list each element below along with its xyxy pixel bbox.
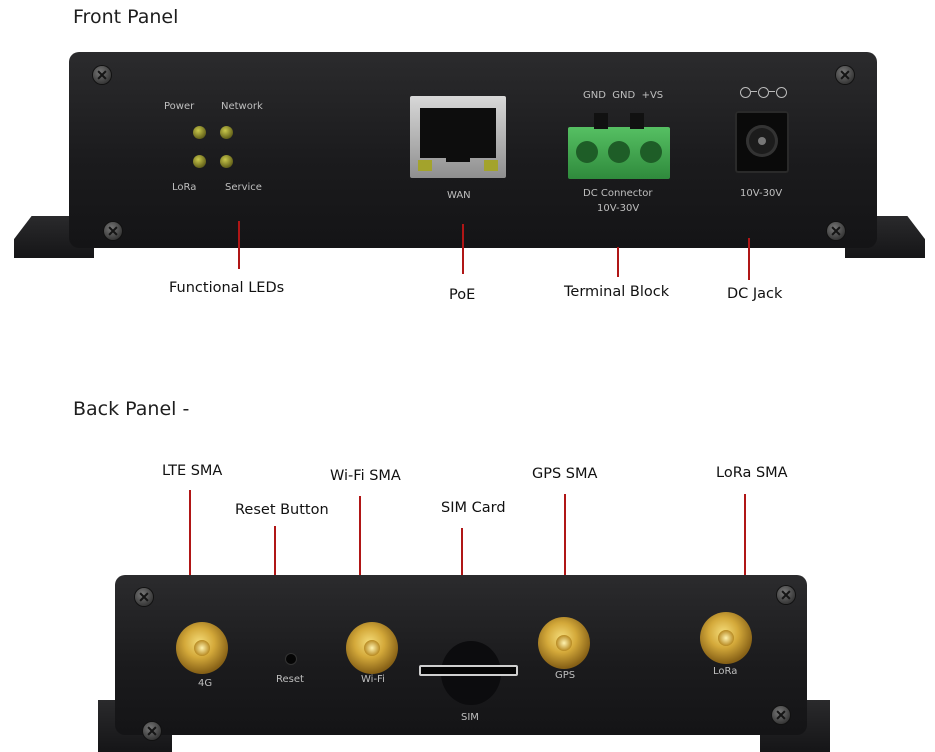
wan-label: WAN: [447, 190, 471, 201]
screw-icon: [836, 66, 854, 84]
screw-icon: [827, 222, 845, 240]
back-panel-heading: Back Panel -: [73, 398, 190, 420]
dc-connector-voltage: 10V-30V: [597, 203, 640, 214]
port-label-4g: 4G: [198, 678, 213, 689]
led-label-power: Power: [164, 101, 195, 112]
sma-connector-icon: [700, 612, 752, 664]
led-icon: [193, 126, 206, 139]
terminal-pin-labels: GND GND +VS: [583, 90, 664, 101]
rj45-port: [410, 96, 506, 178]
screw-icon: [93, 66, 111, 84]
led-icon: [193, 155, 206, 168]
callout-functional-leds: Functional LEDs: [169, 280, 285, 296]
callout-terminal-block: Terminal Block: [564, 284, 670, 300]
port-label-reset: Reset: [276, 674, 304, 685]
screw-icon: [772, 706, 790, 724]
callout-gps-sma: GPS SMA: [532, 466, 598, 482]
screw-icon: [135, 588, 153, 606]
led-label-lora: LoRa: [172, 182, 197, 193]
screw-icon: [104, 222, 122, 240]
dc-connector-label: DC Connector: [583, 188, 653, 199]
led-icon: [220, 155, 233, 168]
callout-line: [617, 247, 619, 277]
led-label-network: Network: [221, 101, 263, 112]
dc-jack: [735, 111, 789, 173]
callout-line: [744, 494, 746, 586]
sma-connector-icon: [346, 622, 398, 674]
port-label-gps: GPS: [555, 670, 576, 681]
led-icon: [220, 126, 233, 139]
callout-lte-sma: LTE SMA: [162, 463, 223, 479]
dc-polarity-icon: [740, 86, 788, 98]
sma-connector-icon: [538, 617, 590, 669]
callout-lora-sma: LoRa SMA: [716, 465, 788, 481]
port-label-wifi: Wi-Fi: [361, 674, 385, 685]
callout-line: [189, 490, 191, 580]
port-label-sim: SIM: [461, 712, 479, 723]
screw-icon: [143, 722, 161, 740]
callout-line: [564, 494, 566, 586]
sim-slot: [419, 641, 518, 705]
callout-line: [359, 496, 361, 580]
port-label-lora: LoRa: [713, 666, 738, 677]
callout-dc-jack: DC Jack: [727, 286, 783, 302]
callout-line: [462, 224, 464, 274]
screw-icon: [777, 586, 795, 604]
sma-connector-icon: [176, 622, 228, 674]
front-panel-heading: Front Panel: [73, 6, 179, 28]
callout-reset-button: Reset Button: [235, 502, 329, 518]
callout-wifi-sma: Wi-Fi SMA: [330, 468, 401, 484]
reset-button: [286, 654, 296, 664]
terminal-block: [568, 113, 670, 179]
callout-line: [461, 528, 463, 618]
callout-poe: PoE: [449, 287, 476, 303]
dc-jack-voltage: 10V-30V: [740, 188, 783, 199]
led-label-service: Service: [225, 182, 262, 193]
callout-line: [274, 526, 276, 606]
callout-line: [748, 238, 750, 280]
callout-line: [238, 221, 240, 269]
callout-sim-card: SIM Card: [441, 500, 506, 516]
